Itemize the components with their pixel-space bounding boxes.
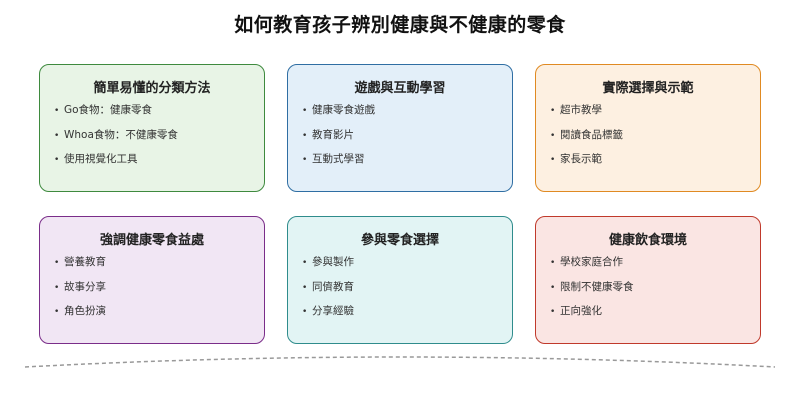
bullet-icon: • <box>54 282 60 293</box>
dashed-connector-curve <box>24 356 776 368</box>
list-item-text: 分享經驗 <box>312 305 354 317</box>
list-item-text: 參與製作 <box>312 256 354 268</box>
list-item: • 家長示範 <box>550 152 623 177</box>
card-title: 健康飲食環境 <box>608 233 687 248</box>
list-item: • 分享經驗 <box>302 304 354 329</box>
card-title: 簡單易懂的分類方法 <box>93 81 211 96</box>
list-item-text: Whoa食物：不健康零食 <box>64 128 178 141</box>
list-item: • 正向強化 <box>550 304 634 329</box>
list-item: • 健康零食遊戲 <box>302 103 375 128</box>
bullet-icon: • <box>302 307 308 317</box>
card-practical-choice: 實際選擇與示範 • 超市教學 • 閱讀食品標籤 • 家長示範 <box>535 64 761 192</box>
card-title: 強調健康零食益處 <box>99 233 204 248</box>
list-item-text: 健康零食遊戲 <box>312 104 375 116</box>
bullet-icon: • <box>302 258 308 268</box>
bullet-icon: • <box>550 106 556 116</box>
list-item: • 超市教學 <box>550 103 623 128</box>
list-item-text: Go食物：健康零食 <box>64 104 153 116</box>
list-item-text: 同儕教育 <box>312 280 354 293</box>
bullet-icon: • <box>550 307 556 317</box>
bullet-icon: • <box>302 155 308 165</box>
list-item-text: 限制不健康零食 <box>560 280 634 293</box>
list-item-text: 故事分享 <box>64 280 106 293</box>
list-item: • 閱讀食品標籤 <box>550 128 623 153</box>
list-item: • 營養教育 <box>54 255 106 280</box>
list-item-text: 家長示範 <box>560 153 602 165</box>
list-item: • 同儕教育 <box>302 280 354 305</box>
list-item: • 學校家庭合作 <box>550 255 634 280</box>
list-item: • 使用視覺化工具 <box>54 152 178 177</box>
bullet-icon: • <box>550 155 556 165</box>
card-participate-choice: 參與零食選擇 • 參與製作 • 同儕教育 • 分享經驗 <box>287 216 513 344</box>
list-item: • 故事分享 <box>54 280 106 305</box>
bullet-icon: • <box>550 282 556 293</box>
list-item-text: 學校家庭合作 <box>560 256 623 268</box>
bullet-icon: • <box>54 307 60 317</box>
card-title: 實際選擇與示範 <box>602 81 694 96</box>
list-item-text: 互動式學習 <box>312 153 365 165</box>
list-item: • 角色扮演 <box>54 304 106 329</box>
list-item-text: 角色扮演 <box>64 305 106 317</box>
list-item-text: 營養教育 <box>64 256 106 268</box>
card-list: • 超市教學 • 閱讀食品標籤 • 家長示範 <box>550 103 623 177</box>
bullet-icon: • <box>54 258 60 268</box>
card-list: • 健康零食遊戲 • 教育影片 • 互動式學習 <box>302 103 375 177</box>
bullet-icon: • <box>550 258 556 268</box>
list-item: • 教育影片 <box>302 128 375 153</box>
list-item-text: 正向強化 <box>560 305 602 317</box>
bullet-icon: • <box>54 130 60 141</box>
list-item: • 限制不健康零食 <box>550 280 634 305</box>
list-item: • 參與製作 <box>302 255 354 280</box>
card-simple-classification: 簡單易懂的分類方法 • Go食物：健康零食 • Whoa食物：不健康零食 • 使用視覺… <box>39 64 265 192</box>
card-list: • Go食物：健康零食 • Whoa食物：不健康零食 • 使用視覺化工具 <box>54 103 178 177</box>
card-games-interactive: 遊戲與互動學習 • 健康零食遊戲 • 教育影片 • 互動式學習 <box>287 64 513 192</box>
card-healthy-benefits: 強調健康零食益處 • 營養教育 • 故事分享 • 角色扮演 <box>39 216 265 344</box>
list-item-text: 超市教學 <box>560 104 602 116</box>
card-title: 遊戲與互動學習 <box>354 81 446 96</box>
list-item: • Go食物：健康零食 <box>54 103 178 128</box>
bullet-icon: • <box>302 130 308 141</box>
bullet-icon: • <box>54 155 60 165</box>
card-list: • 營養教育 • 故事分享 • 角色扮演 <box>54 255 106 329</box>
list-item-text: 教育影片 <box>312 128 354 141</box>
list-item-text: 使用視覺化工具 <box>64 153 138 165</box>
card-healthy-environment: 健康飲食環境 • 學校家庭合作 • 限制不健康零食 • 正向強化 <box>535 216 761 344</box>
list-item: • Whoa食物：不健康零食 <box>54 128 178 153</box>
page-title: 如何教育孩子辨別健康與不健康的零食 <box>234 14 566 36</box>
bullet-icon: • <box>54 106 60 116</box>
list-item: • 互動式學習 <box>302 152 375 177</box>
card-list: • 學校家庭合作 • 限制不健康零食 • 正向強化 <box>550 255 634 329</box>
list-item-text: 閱讀食品標籤 <box>560 128 623 141</box>
bullet-icon: • <box>302 106 308 116</box>
card-title: 參與零食選擇 <box>360 233 439 248</box>
bullet-icon: • <box>302 282 308 293</box>
card-list: • 參與製作 • 同儕教育 • 分享經驗 <box>302 255 354 329</box>
bullet-icon: • <box>550 130 556 141</box>
